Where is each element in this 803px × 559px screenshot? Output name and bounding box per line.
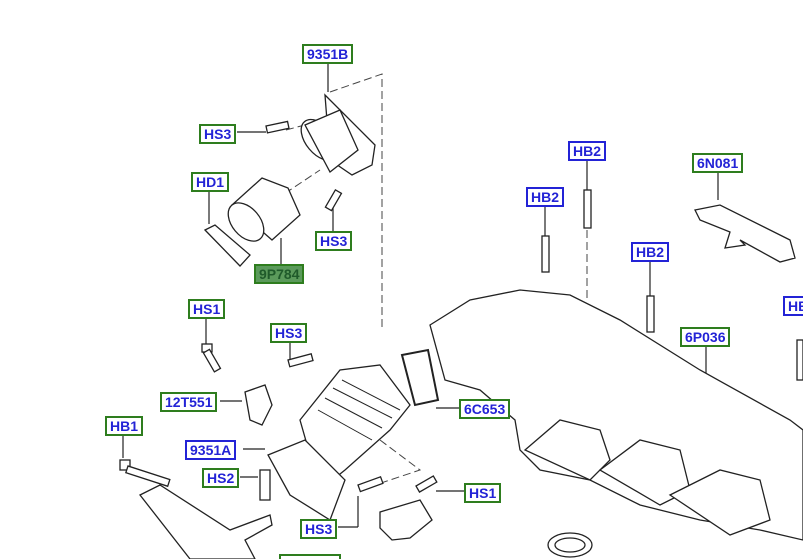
callout-hs3[interactable]: HS3 xyxy=(199,124,237,144)
callout-hs3[interactable]: HS3 xyxy=(300,519,338,539)
callout-hb2[interactable]: HB2 xyxy=(526,187,565,207)
maf-sensor xyxy=(379,499,433,541)
callout-9p784[interactable]: 9P784 xyxy=(254,264,305,284)
callout-hs3[interactable]: HS3 xyxy=(315,231,353,251)
resonator-9p784 xyxy=(203,177,301,267)
callout-6p036[interactable]: 6P036 xyxy=(680,327,731,347)
callout-hs3[interactable]: HS3 xyxy=(270,323,308,343)
callout-hs1[interactable]: HS1 xyxy=(188,299,226,319)
callout-hb2[interactable]: HB2 xyxy=(568,141,607,161)
intake-hose-9351a xyxy=(267,364,411,521)
callout-hs2[interactable]: HS2 xyxy=(202,468,240,488)
callout-9351a[interactable]: 9351A xyxy=(185,440,237,460)
lower-bracket xyxy=(138,484,273,559)
callout-6c653[interactable]: 6C653 xyxy=(459,399,511,419)
intake-manifold-6p036 xyxy=(429,289,803,558)
callout-hd1[interactable]: HD1 xyxy=(191,172,230,192)
sensor-12t551 xyxy=(244,384,273,426)
callout-6n081[interactable]: 6N081 xyxy=(692,153,744,173)
cutoff-callout-box xyxy=(279,554,341,559)
callout-12t551[interactable]: 12T551 xyxy=(160,392,218,412)
leader-lines xyxy=(122,62,719,528)
callout-hb2[interactable]: HB2 xyxy=(631,242,670,262)
bolts xyxy=(119,120,803,501)
callout-hb1[interactable]: HB1 xyxy=(105,416,144,436)
callout-hb-partial[interactable]: HB xyxy=(783,296,803,316)
callout-9351b[interactable]: 9351B xyxy=(302,44,354,64)
bracket-6n081 xyxy=(694,204,796,263)
adapter-9351b xyxy=(300,93,376,176)
gasket-6c653 xyxy=(400,348,440,407)
callout-hs1[interactable]: HS1 xyxy=(464,483,502,503)
